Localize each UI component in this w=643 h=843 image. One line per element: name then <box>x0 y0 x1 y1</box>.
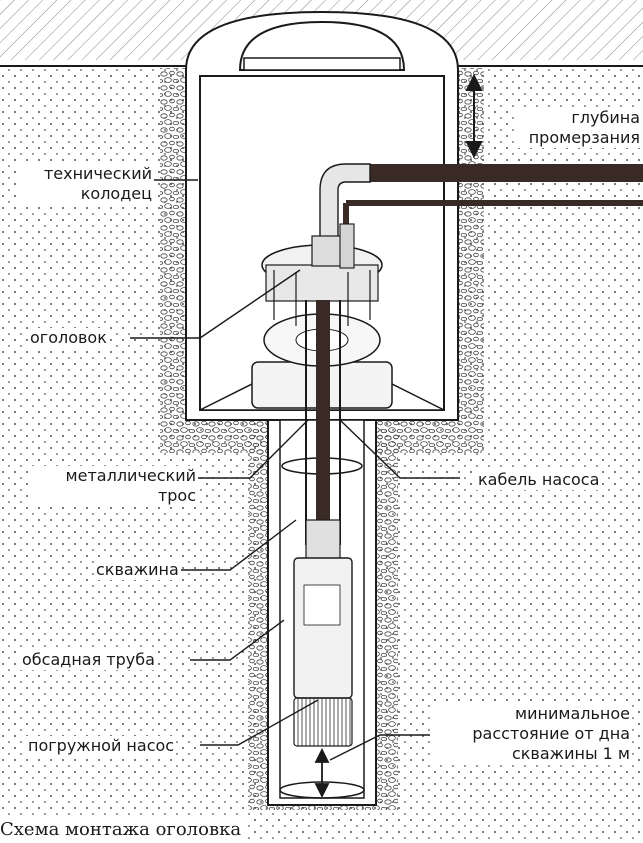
technical-well-line-1: технический <box>43 164 152 183</box>
outlet-pipe <box>370 164 643 182</box>
pump-cable-label: кабель насоса <box>476 470 602 490</box>
lid-rim <box>243 57 401 71</box>
metal-cable-label: металлический трос <box>30 466 198 506</box>
head-label: оголовок <box>28 328 109 348</box>
frost-depth-label: глубина промерзания <box>518 108 642 148</box>
frost-depth-line-2: промерзания <box>528 128 640 147</box>
bottom-distance-arrow-icon <box>314 747 330 799</box>
technical-well-line-2: колодец <box>80 184 152 203</box>
leader-lines <box>130 179 460 761</box>
pump-plate <box>303 584 341 626</box>
diagram-caption: Схема монтажа оголовка <box>0 818 245 842</box>
pump-label: погружной насос <box>26 736 177 756</box>
cable-gland <box>339 223 355 269</box>
technical-well-label: технический колодец <box>16 164 154 204</box>
elbow <box>319 163 371 241</box>
frost-depth-line-1: глубина <box>571 108 640 127</box>
metal-cable-line-1: металлический <box>65 466 196 485</box>
pump-cable-out <box>346 200 643 206</box>
pump-body <box>293 557 353 699</box>
min-distance-line-2: расстояние от дна <box>472 724 630 743</box>
riser <box>311 235 343 267</box>
casing-label: обсадная труба <box>20 650 157 670</box>
pump-top <box>305 519 341 561</box>
min-distance-line-1: минимальное <box>515 704 630 723</box>
head-body <box>265 264 379 302</box>
min-distance-label: минимальное расстояние от дна скважины 1… <box>430 704 632 764</box>
borehole-label: скважина <box>94 560 181 580</box>
frost-depth-arrow-icon <box>465 73 483 159</box>
drop-pipe <box>316 300 330 545</box>
min-distance-line-3: скважины 1 м <box>511 744 630 763</box>
metal-cable-line-2: трос <box>157 486 196 505</box>
pump-intake <box>293 697 353 747</box>
head-bolts <box>273 270 371 326</box>
